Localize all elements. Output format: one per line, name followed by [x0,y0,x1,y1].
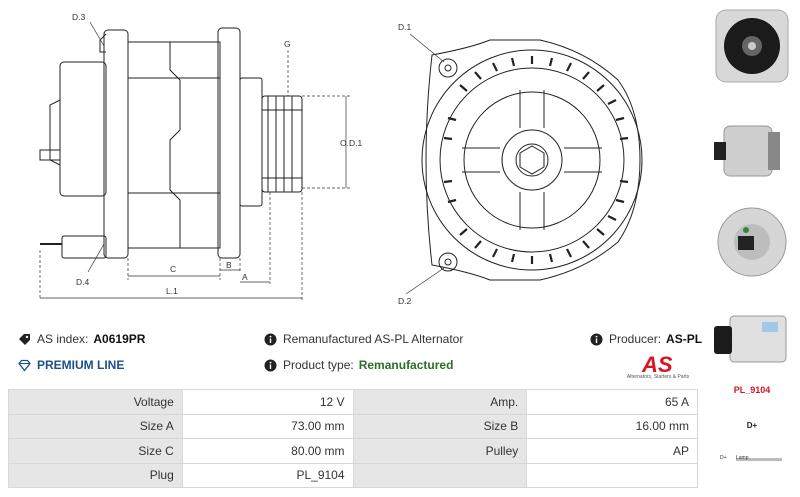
label-od1: O.D.1 [340,138,362,148]
spec-value: 73.00 mm [181,413,354,439]
spec-value: AP [526,438,698,464]
spec-key: Size A [8,413,183,439]
thumbnail-top[interactable] [708,298,796,380]
table-row: Voltage 12 V Amp. 65 A [8,389,698,415]
label-d3: D.3 [72,12,86,22]
premium-line-label: PREMIUM LINE [37,358,125,372]
spec-value: 80.00 mm [181,438,354,464]
spec-value: 16.00 mm [526,413,698,439]
label-g: G [284,39,291,49]
thumbnail-column [704,0,800,497]
spec-key: Pulley [352,438,528,464]
label-d2: D.2 [398,296,412,306]
info-icon [590,333,603,345]
label-a: A [242,272,248,282]
spec-key: Voltage [8,389,183,415]
spec-table: Voltage 12 V Amp. 65 A Size A 73.00 mm S… [8,389,698,488]
thumbnail-side[interactable] [708,108,796,190]
spec-value [526,462,698,488]
connector-diagram: D+ Lamp [720,455,784,467]
diamond-icon [18,359,31,372]
as-index-row: AS index: A0619PR [18,331,145,347]
pulley [261,95,303,193]
side-terminal: D+ [746,421,758,430]
spec-key: Amp. [352,389,528,415]
drawing-svg: D.3 G O.D.1 C B A L.1 D.4 D.1 D.2 [39,12,643,306]
info-icon [264,359,277,371]
as-index-value: A0619PR [93,332,146,346]
connector-pin: D+ [720,455,727,461]
spec-key [352,462,528,488]
thumbnail-front[interactable] [708,4,796,86]
table-row: Plug PL_9104 [8,462,698,488]
stator [127,41,221,249]
premium-row: PREMIUM LINE [18,357,124,373]
vent-slots [443,56,629,264]
logo-tagline: Alternators, Starters & Parts [626,374,690,380]
spec-value: 65 A [526,389,698,415]
spec-value: PL_9104 [181,462,354,488]
label-b: B [226,260,232,270]
table-row: Size A 73.00 mm Size B 16.00 mm [8,413,698,439]
description-text: Remanufactured AS-PL Alternator [283,332,464,346]
as-index-label: AS index: [37,332,89,346]
producer-value: AS-PL [666,332,703,346]
rear-bracket [103,29,129,259]
product-type-value: Remanufactured [358,358,454,372]
label-l1: L.1 [166,286,178,296]
spec-value: 12 V [181,389,354,415]
front-view [421,39,643,281]
spec-key: Size C [8,438,183,464]
spec-key: Size B [352,413,528,439]
side-plug-code: PL_9104 [733,385,771,395]
table-row: Size C 80.00 mm Pulley AP [8,438,698,464]
producer-label: Producer: [609,332,662,346]
label-c: C [170,264,176,274]
product-type-row: Product type: Remanufactured [264,357,453,373]
technical-drawing: D.3 G O.D.1 C B A L.1 D.4 D.1 D.2 [39,12,643,306]
product-type-label: Product type: [283,358,354,372]
tag-icon [19,333,30,345]
mount-hole-d2 [438,252,458,272]
connector-lamp: Lamp [736,455,782,461]
logo-mark: AS [641,352,673,377]
spec-key: Plug [8,462,183,488]
info-icon [264,333,277,345]
mount-hole-d1 [438,58,458,78]
producer-row: Producer: AS-PL [590,331,702,347]
rear-cover [59,61,107,197]
front-bracket [217,27,241,259]
description-row: Remanufactured AS-PL Alternator [264,331,468,347]
label-d1: D.1 [398,22,412,32]
thumbnail-rear[interactable] [708,200,796,282]
as-pl-logo: AS [641,352,673,377]
label-d4: D.4 [76,277,90,287]
